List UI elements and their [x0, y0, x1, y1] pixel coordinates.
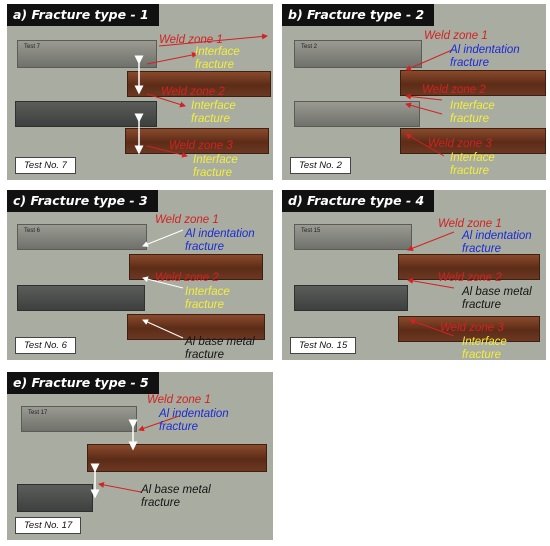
panel-title: d) Fracture type - 4	[282, 190, 435, 212]
label-interface-2: Interface	[450, 100, 495, 112]
specimen-stamp: Test 2	[301, 44, 318, 50]
specimen-stamp: Test 6	[24, 228, 41, 234]
panel-fracture-type-5: Test 17 e) Fracture type - 5 Weld zone 1…	[7, 372, 273, 540]
test-number: Test No. 15	[290, 337, 357, 354]
label-weld-zone-1: Weld zone 1	[438, 218, 502, 230]
label-fracture-1: fracture	[185, 241, 224, 253]
panel-title: c) Fracture type - 3	[7, 190, 158, 212]
specimen-stamp: Test 7	[24, 44, 41, 50]
label-interface-3: Interface	[462, 336, 507, 348]
label-fracture-2: fracture	[141, 497, 180, 509]
label-weld-zone-1: Weld zone 1	[147, 394, 211, 406]
label-fracture-2: fracture	[185, 299, 224, 311]
label-fracture-3: fracture	[185, 349, 224, 360]
label-interface-3: Interface	[450, 152, 495, 164]
label-weld-zone-3: Weld zone 3	[169, 140, 233, 152]
aluminum-strip-top: Test 7	[17, 40, 157, 68]
label-al-base-metal: Al base metal	[462, 286, 532, 298]
aluminum-strip-top: Test 6	[17, 224, 147, 250]
label-fracture-2: fracture	[450, 113, 489, 125]
label-weld-zone-2: Weld zone 2	[438, 272, 502, 284]
label-fracture-3: fracture	[462, 349, 501, 360]
panel-title: b) Fracture type - 2	[282, 4, 435, 26]
panel-fracture-type-1: Test 7 a) Fracture type - 1 Weld zone 1 …	[7, 4, 273, 180]
panel-fracture-type-4: Test 15 d) Fracture type - 4 Weld zone 1…	[282, 190, 546, 360]
label-al-base-metal: Al base metal	[141, 484, 211, 496]
label-fracture-3: fracture	[450, 165, 489, 177]
label-fracture-2: fracture	[462, 299, 501, 311]
aluminum-strip-top: Test 2	[294, 40, 422, 68]
label-al-indentation: Al indentation	[159, 408, 229, 420]
steel-strip-top	[87, 444, 267, 472]
label-fracture-1: fracture	[159, 421, 198, 433]
steel-strip-top	[398, 254, 540, 280]
label-weld-zone-2: Weld zone 2	[161, 86, 225, 98]
label-weld-zone-1: Weld zone 1	[159, 34, 223, 46]
label-al-indentation: Al indentation	[185, 228, 255, 240]
steel-strip-top	[127, 71, 271, 97]
aluminum-strip-bottom	[17, 285, 145, 311]
label-weld-zone-3: Weld zone 3	[440, 322, 504, 334]
label-fracture-1: fracture	[462, 243, 501, 255]
label-interface-2: Interface	[185, 286, 230, 298]
label-al-indentation: Al indentation	[450, 44, 520, 56]
label-fracture-3: fracture	[193, 167, 232, 179]
steel-strip-top	[400, 70, 546, 96]
test-number: Test No. 2	[290, 157, 351, 174]
label-interface-1: Interface	[195, 46, 240, 58]
label-weld-zone-2: Weld zone 2	[422, 84, 486, 96]
aluminum-strip-bottom	[294, 285, 408, 311]
specimen-stamp: Test 15	[301, 228, 321, 234]
aluminum-strip-bottom	[294, 101, 420, 127]
label-fracture-1: fracture	[450, 57, 489, 69]
test-number: Test No. 6	[15, 337, 76, 354]
panel-title: a) Fracture type - 1	[7, 4, 159, 26]
aluminum-strip-top: Test 15	[294, 224, 412, 250]
test-number: Test No. 7	[15, 157, 76, 174]
label-weld-zone-1: Weld zone 1	[155, 214, 219, 226]
label-al-base-metal: Al base metal	[185, 336, 255, 348]
label-fracture-1: fracture	[195, 59, 234, 71]
label-weld-zone-3: Weld zone 3	[428, 138, 492, 150]
aluminum-strip-bottom	[17, 484, 93, 512]
label-al-indentation: Al indentation	[462, 230, 532, 242]
test-number: Test No. 17	[15, 517, 82, 534]
label-weld-zone-1: Weld zone 1	[424, 30, 488, 42]
label-interface-3: Interface	[193, 154, 238, 166]
specimen-stamp: Test 17	[28, 410, 48, 416]
steel-strip-top	[129, 254, 263, 280]
label-fracture-2: fracture	[191, 113, 230, 125]
panel-title: e) Fracture type - 5	[7, 372, 159, 394]
label-interface-2: Interface	[191, 100, 236, 112]
panel-fracture-type-2: Test 2 b) Fracture type - 2 Weld zone 1 …	[282, 4, 546, 180]
panel-fracture-type-3: Test 6 c) Fracture type - 3 Weld zone 1 …	[7, 190, 273, 360]
aluminum-strip-bottom	[15, 101, 157, 127]
label-weld-zone-2: Weld zone 2	[155, 272, 219, 284]
aluminum-strip-top: Test 17	[21, 406, 137, 432]
